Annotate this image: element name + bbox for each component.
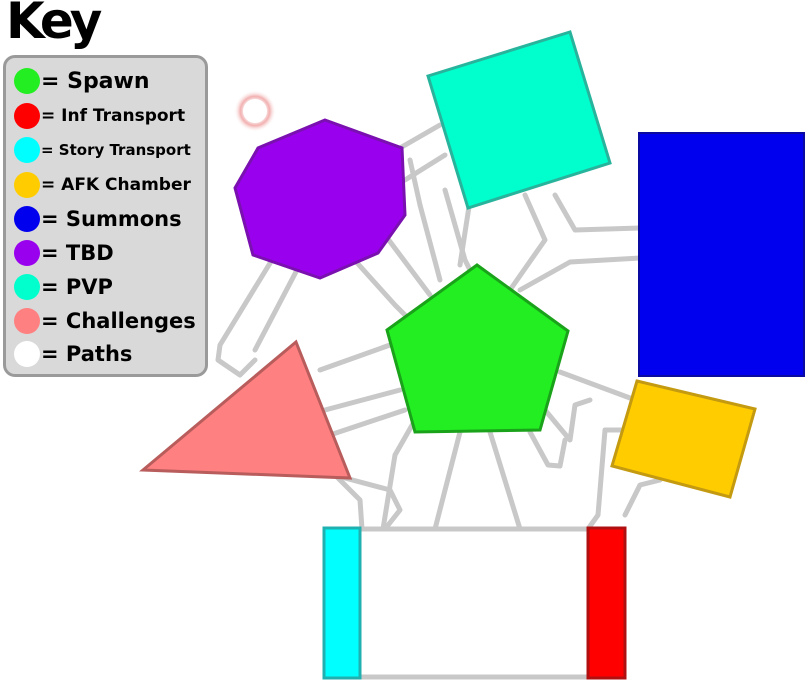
path-pvp-spawn-1	[407, 157, 443, 283]
inf-transport-dot-icon	[14, 103, 40, 129]
afk-chamber-dot-icon	[14, 172, 40, 198]
tbd-area	[233, 118, 407, 280]
challenges-dot-icon	[14, 308, 40, 334]
key-label-spawn: = Spawn	[41, 68, 150, 94]
summons-dot-icon	[14, 206, 40, 232]
key-label-inf-transport: = Inf Transport	[41, 106, 186, 126]
challenges-area	[139, 339, 353, 480]
path-tbd-spawn-2	[382, 232, 433, 298]
key-item-paths: = Paths	[14, 339, 132, 369]
story-transport-dot-icon	[14, 137, 40, 163]
path-spawn-afk-1	[557, 369, 633, 401]
path-chal-bottom	[342, 475, 403, 532]
key-title: Key	[6, 0, 102, 50]
path-pvp-summons-2	[507, 192, 548, 293]
key-label-pvp: = PVP	[41, 275, 113, 299]
path-chal-spawn-1	[317, 342, 393, 373]
tbd-dot-icon	[14, 240, 40, 266]
story-transport-area	[322, 526, 362, 680]
path-tbd-pvp-1	[397, 122, 443, 151]
paths-dot-icon	[14, 341, 40, 367]
key-legend: = Spawn = Inf Transport = Story Transpor…	[3, 55, 208, 377]
path-spawn-summons	[517, 255, 643, 293]
pvp-area	[426, 30, 612, 210]
spawn-dot-icon	[14, 68, 40, 94]
spawn-area	[385, 263, 570, 434]
path-spawn-bottom-1	[432, 429, 463, 532]
key-item-challenges: = Challenges	[14, 306, 196, 336]
path-tbd-left	[215, 252, 278, 378]
path-pvp-spawn-2	[442, 187, 473, 273]
pvp-dot-icon	[14, 274, 40, 300]
key-label-story-transport: = Story Transport	[41, 141, 191, 159]
key-item-afk-chamber: = AFK Chamber	[14, 170, 191, 200]
afk-chamber-area	[610, 379, 757, 499]
paths	[215, 122, 663, 680]
path-chal-spawn-3	[327, 407, 408, 438]
key-item-summons: = Summons	[14, 204, 182, 234]
path-pvp-summons-1	[552, 192, 643, 233]
inf-transport-marker-core	[243, 99, 267, 123]
path-spawn-afk-3	[527, 429, 568, 469]
key-item-tbd: = TBD	[14, 238, 114, 268]
path-tbd-spawn-1	[347, 252, 413, 323]
key-item-pvp: = PVP	[14, 272, 113, 302]
path-spawn-afk-2	[542, 397, 593, 443]
path-tbd-left-2	[252, 265, 301, 353]
inf-transport-area	[586, 526, 627, 680]
key-item-inf-transport: = Inf Transport	[14, 101, 185, 131]
summons-area	[638, 132, 805, 377]
key-label-paths: = Paths	[41, 342, 133, 366]
path-spawn-bottom-3	[380, 417, 418, 532]
key-item-story-transport: = Story Transport	[14, 135, 191, 165]
key-label-summons: = Summons	[41, 207, 182, 231]
key-label-afk-chamber: = AFK Chamber	[41, 175, 191, 195]
key-label-tbd: = TBD	[41, 241, 114, 265]
path-afk-down-2	[622, 477, 663, 518]
key-label-challenges: = Challenges	[41, 309, 196, 333]
path-spawn-bottom-2	[487, 429, 523, 532]
path-chal-spawn-2	[322, 387, 403, 413]
key-item-spawn: = Spawn	[14, 66, 150, 96]
path-chal-bottom-2	[327, 467, 365, 532]
path-afk-down	[585, 427, 628, 532]
